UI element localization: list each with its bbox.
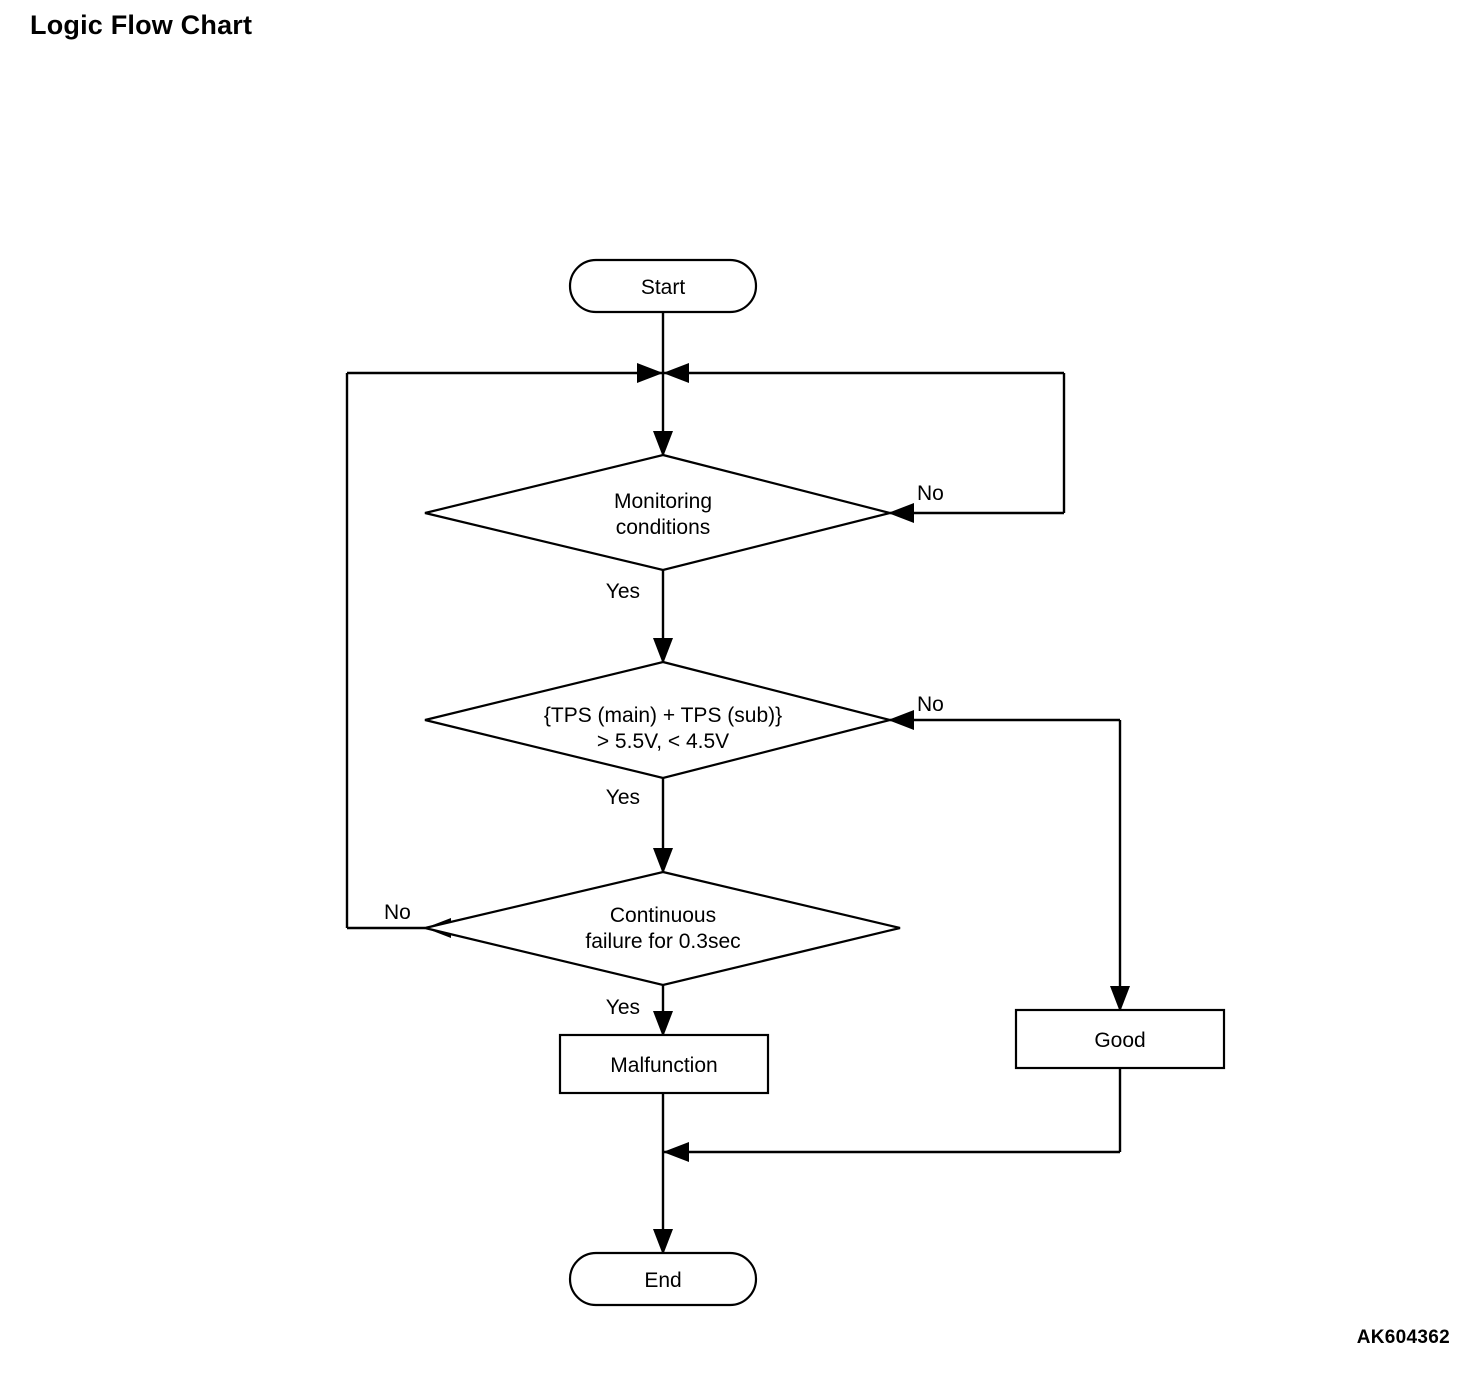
start-label: Start: [641, 276, 686, 299]
continuous-shape: [424, 870, 901, 987]
continuous-label-line2: failure for 0.3sec: [585, 930, 740, 953]
arrowhead-into-monitoring: [653, 431, 673, 457]
arrowhead-into-good: [1110, 986, 1130, 1012]
tps-label-line2: > 5.5V, < 4.5V: [597, 730, 729, 753]
good-shape: [1014, 1008, 1226, 1070]
node-start[interactable]: Start: [568, 258, 758, 314]
malfunction-shape: [558, 1033, 770, 1095]
tps-shape: [424, 660, 891, 780]
monitoring-shape: [424, 453, 891, 572]
arrowhead-monitoring-no: [888, 503, 914, 523]
monitoring-label-line2: conditions: [616, 516, 711, 539]
branch-label-tps-yes: Yes: [606, 786, 640, 809]
branch-label-continuous-no: No: [384, 901, 411, 924]
arrowhead-into-malfunction: [653, 1011, 673, 1037]
arrowhead-right-loop-into-spine: [663, 363, 689, 383]
node-tps-condition[interactable]: {TPS (main) + TPS (sub)} > 5.5V, < 4.5V: [424, 660, 891, 780]
branch-label-monitoring-no: No: [917, 482, 944, 505]
node-monitoring-conditions[interactable]: Monitoring conditions: [424, 453, 891, 572]
tps-label-line1: {TPS (main) + TPS (sub)}: [544, 704, 782, 727]
arrowhead-into-continuous: [653, 848, 673, 874]
reference-code: AK604362: [1356, 1327, 1450, 1348]
good-label: Good: [1094, 1029, 1145, 1052]
arrowhead-into-end: [653, 1229, 673, 1255]
arrowhead-tps-no: [888, 710, 914, 730]
page-title: Logic Flow Chart: [30, 10, 253, 40]
monitoring-label-line1: Monitoring: [614, 490, 712, 513]
node-continuous-failure[interactable]: Continuous failure for 0.3sec: [424, 870, 901, 987]
end-label: End: [644, 1269, 681, 1292]
arrowhead-good-into-spine: [663, 1142, 689, 1162]
arrowhead-into-tps: [653, 638, 673, 664]
branch-label-tps-no: No: [917, 693, 944, 716]
node-good[interactable]: Good: [1014, 1008, 1226, 1070]
branch-label-continuous-yes: Yes: [606, 996, 640, 1019]
arrowhead-left-loop-into-spine: [637, 363, 663, 383]
malfunction-label: Malfunction: [610, 1054, 717, 1077]
node-end[interactable]: End: [568, 1251, 758, 1307]
start-shape: [568, 258, 758, 314]
node-malfunction[interactable]: Malfunction: [558, 1033, 770, 1095]
branch-label-monitoring-yes: Yes: [606, 580, 640, 603]
end-shape: [568, 1251, 758, 1307]
continuous-label-line1: Continuous: [610, 904, 716, 927]
